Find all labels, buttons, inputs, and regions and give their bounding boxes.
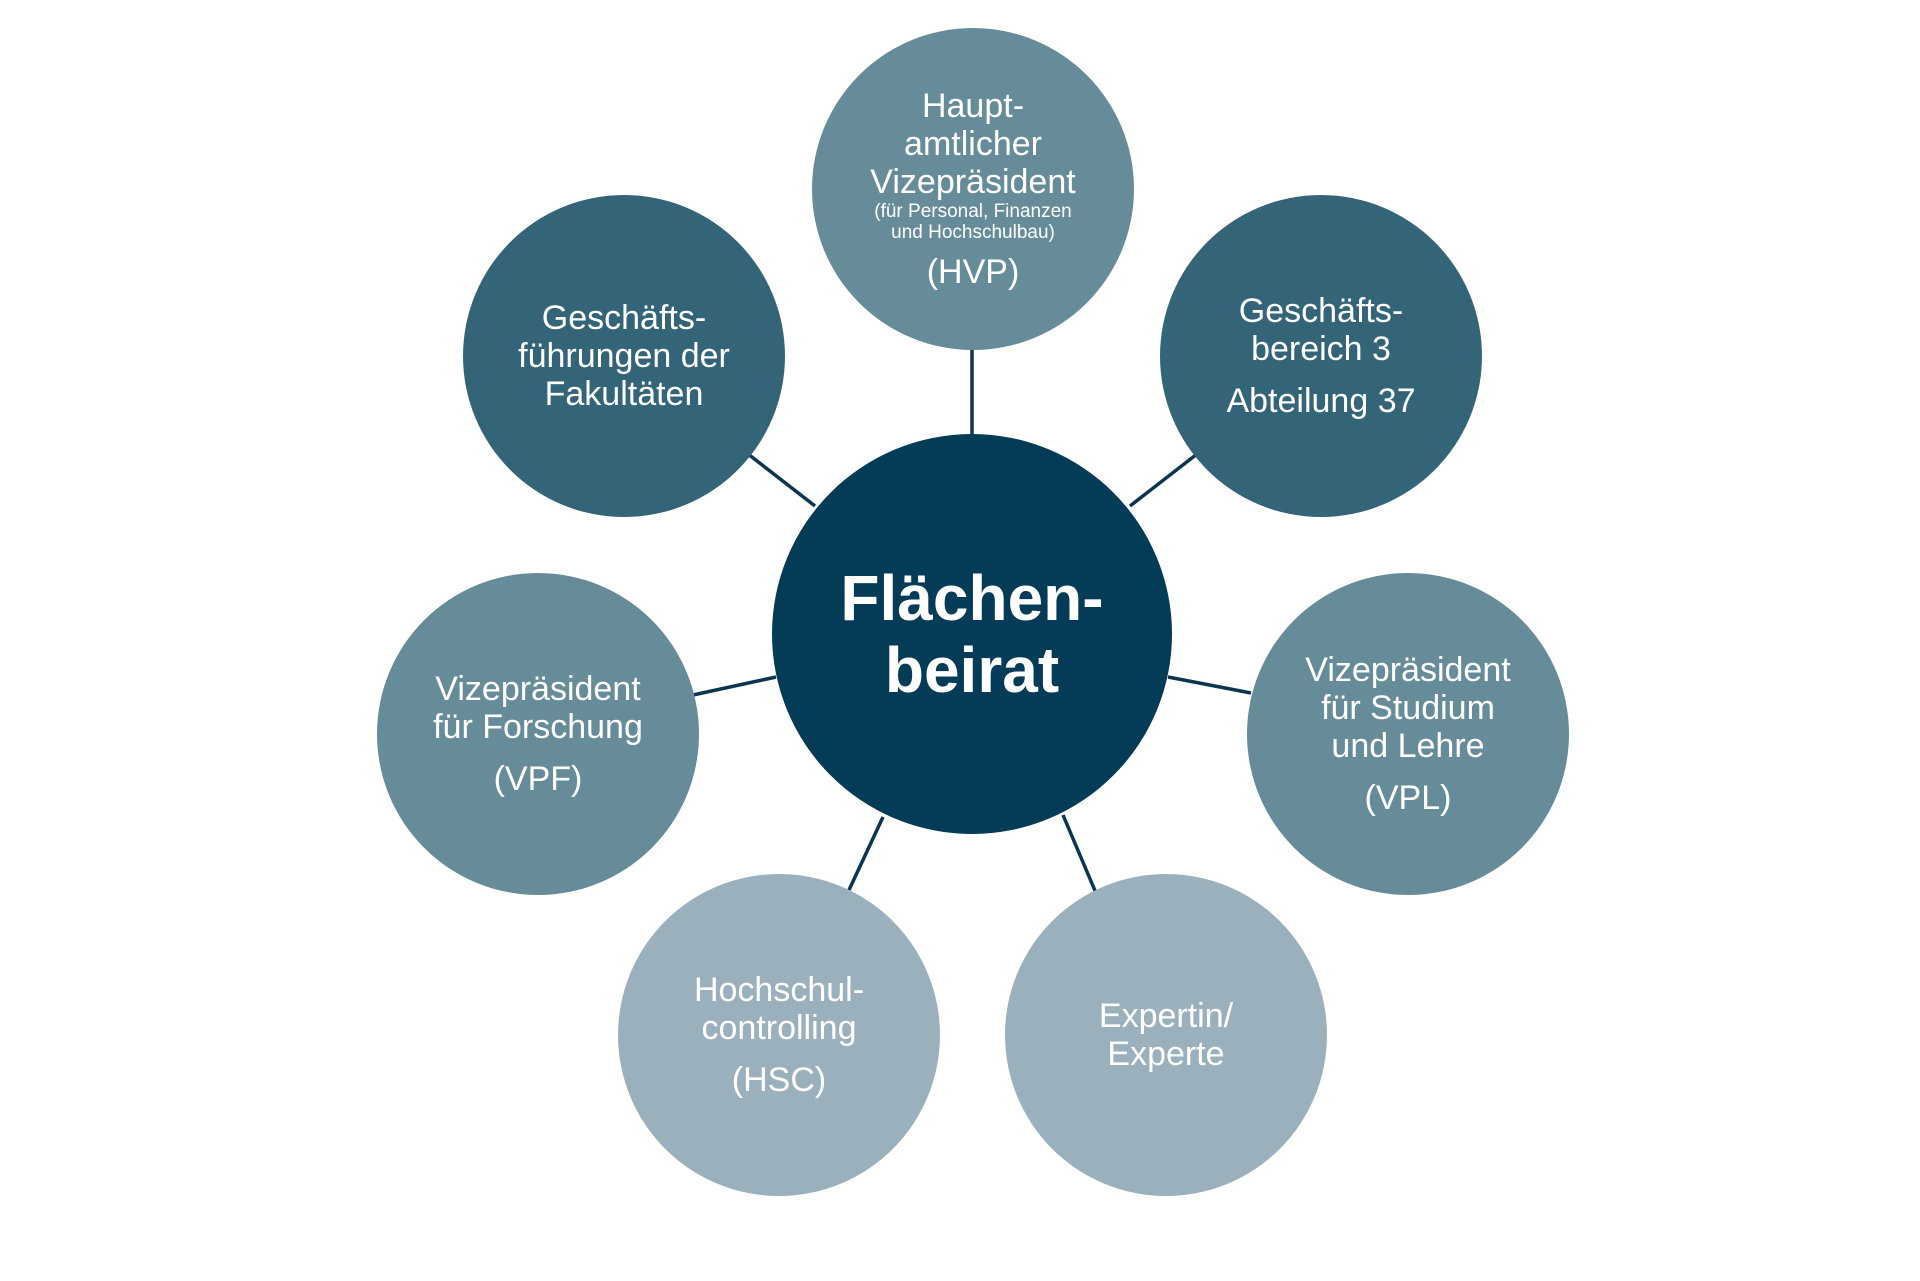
hsc-line-2: controlling xyxy=(701,1009,857,1047)
vpl-line-2: für Studium xyxy=(1321,689,1495,727)
node-geschaeftsbereich-3: Geschäfts- bereich 3 Abteilung 37 xyxy=(1160,195,1482,517)
hvp-small-2: und Hochschulbau) xyxy=(891,222,1055,243)
hsc-line-1: Hochschul- xyxy=(693,971,865,1009)
vpf-line-1: Vizepräsident xyxy=(435,670,641,708)
vpl-abbr: (VPL) xyxy=(1364,779,1452,817)
connector-vpl xyxy=(1167,675,1252,695)
gb3-line-1: Geschäfts- xyxy=(1238,292,1404,330)
node-geschaeftsfuehrungen: Geschäfts- führungen der Fakultäten xyxy=(463,195,785,517)
connector-vpf xyxy=(692,675,777,697)
connector-gf xyxy=(746,452,817,508)
hvp-small-1: (für Personal, Finanzen xyxy=(874,201,1072,222)
node-vpl: Vizepräsident für Studium und Lehre (VPL… xyxy=(1247,573,1569,895)
connector-experte xyxy=(1061,814,1098,894)
vpl-line-1: Vizepräsident xyxy=(1305,651,1511,689)
hvp-line-1: Haupt- xyxy=(921,87,1025,125)
node-vpf: Vizepräsident für Forschung (VPF) xyxy=(377,573,699,895)
gf-line-2: führungen der xyxy=(518,337,730,375)
hvp-abbr: (HVP) xyxy=(926,253,1020,291)
center-line-1: Flächen- xyxy=(840,562,1104,634)
gb3-abbr: Abteilung 37 xyxy=(1226,382,1416,420)
node-experte: Expertin/ Experte xyxy=(1005,874,1327,1196)
connector-hsc xyxy=(847,816,885,891)
center-line-2: beirat xyxy=(884,634,1060,706)
vpf-line-2: für Forschung xyxy=(433,708,643,746)
hvp-line-3: Vizepräsident xyxy=(870,163,1076,201)
node-hsc: Hochschul- controlling (HSC) xyxy=(618,874,940,1196)
connector-gb3 xyxy=(1128,452,1199,508)
center-node-flaechenbeirat: Flächen- beirat xyxy=(772,434,1172,834)
gf-line-1: Geschäfts- xyxy=(541,299,707,337)
gb3-line-2: bereich 3 xyxy=(1251,330,1391,368)
hsc-abbr: (HSC) xyxy=(731,1061,827,1099)
hvp-line-2: amtlicher xyxy=(904,125,1042,163)
experte-line-2: Experte xyxy=(1107,1035,1225,1073)
node-hvp: Haupt- amtlicher Vizepräsident (für Pers… xyxy=(812,28,1134,350)
gf-line-3: Fakultäten xyxy=(544,375,704,413)
vpl-line-3: und Lehre xyxy=(1331,727,1485,765)
experte-line-1: Expertin/ xyxy=(1098,997,1234,1035)
vpf-abbr: (VPF) xyxy=(493,760,583,798)
